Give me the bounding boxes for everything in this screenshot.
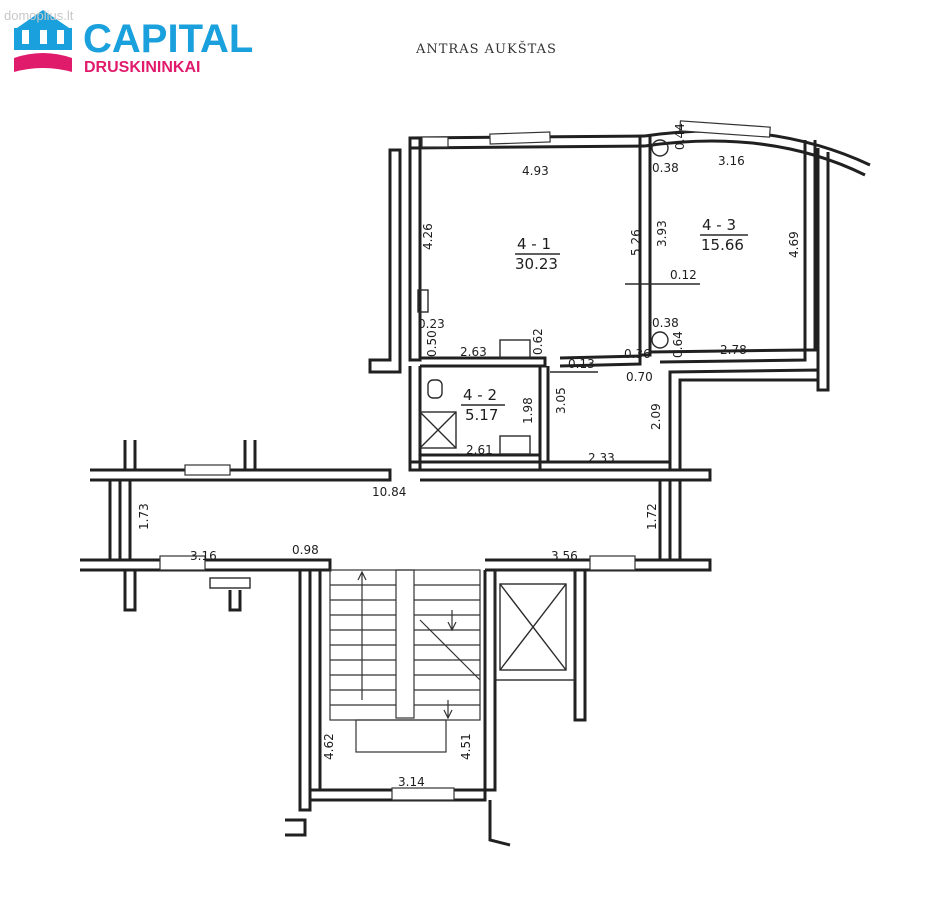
stair-steps [329,569,481,753]
window-top-2 [489,131,551,145]
house-book-icon [14,10,72,72]
dim-4-93: 4.93 [522,164,549,178]
room-4-3-area: 15.66 [701,236,744,254]
toilet [427,379,443,399]
window-top-1 [421,136,449,148]
dim-3-56: 3.56 [551,549,578,563]
shower-tray [419,411,457,449]
dim-0-62: 0.62 [531,328,545,355]
dim-0-36: 0.36 [624,347,651,361]
dim-2-61: 2.61 [466,443,493,457]
window-corridor-right [589,555,636,571]
dim-0-98: 0.98 [292,543,319,557]
dim-2-63: 2.63 [460,345,487,359]
logo-brand: CAPITAL [83,17,253,61]
dim-0-23: 0.23 [418,317,445,331]
logo-location: DRUSKININKAI [84,59,200,76]
elevator-shaft [494,569,576,681]
dim-4-69: 4.69 [787,231,801,258]
dim-0-38-mid: 0.38 [652,316,679,330]
corridor-walls [80,440,712,722]
radiator [417,289,429,313]
dim-2-09: 2.09 [649,403,663,430]
room-4-3-id: 4 - 3 [702,216,736,234]
dim-3-16-bottom: 3.16 [190,549,217,563]
kitchen-counter [499,339,531,359]
window-corridor-left [159,555,206,571]
washbasin [499,435,531,455]
dim-2-78: 2.78 [720,343,747,357]
watermark: domoplius.lt [4,8,74,23]
dimension-labels: 4.93 0.44 0.38 3.16 4.26 5.26 3.93 4.69 … [137,123,801,789]
room-4-1-id: 4 - 1 [517,235,551,253]
dim-0-70: 0.70 [626,370,653,384]
dim-10-84: 10.84 [372,485,406,499]
window-corridor-top [184,464,231,476]
dim-0-13: 0.13 [568,357,595,371]
dim-4-62: 4.62 [322,733,336,760]
dim-2-33: 2.33 [588,451,615,465]
column-bottom [651,331,669,349]
stairwell [285,569,576,847]
dim-0-12: 0.12 [670,268,697,282]
dim-1-73: 1.73 [137,503,151,530]
room-4-2-id: 4 - 2 [463,386,497,404]
room-4-1-area: 30.23 [515,255,558,273]
window-stair [391,787,455,801]
column-top [651,139,669,157]
window-top-3 [679,120,771,138]
bathroom-fixtures [417,139,669,455]
dim-0-44: 0.44 [673,123,687,150]
dim-1-72: 1.72 [645,503,659,530]
dim-4-26: 4.26 [421,223,435,250]
room-4-2-area: 5.17 [465,406,498,424]
dim-3-05: 3.05 [554,387,568,414]
dim-0-38-top: 0.38 [652,161,679,175]
floor-title: ANTRAS AUKŠTAS [415,40,557,57]
dim-1-98: 1.98 [521,397,535,424]
apartment-walls [368,120,871,472]
dim-4-51: 4.51 [459,733,473,760]
room-labels: 4 - 1 30.23 4 - 3 15.66 4 - 2 5.17 [461,216,748,424]
dim-0-50: 0.50 [425,330,439,357]
dim-3-14: 3.14 [398,775,425,789]
dim-0-64: 0.64 [671,331,685,358]
dim-3-93: 3.93 [655,220,669,247]
dim-3-16-top: 3.16 [718,154,745,168]
logo: CAPITAL DRUSKININKAI domoplius.lt [4,8,253,76]
dim-5-26: 5.26 [629,229,643,256]
